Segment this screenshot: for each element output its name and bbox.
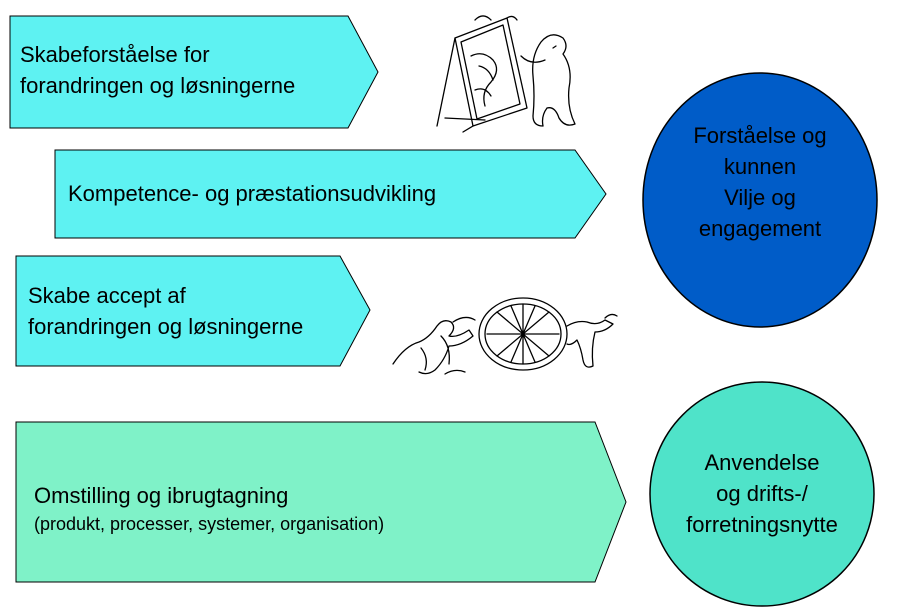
circle-usage-line-2: og drifts-/ (716, 481, 808, 506)
arrow-acceptance-line-1: Skabe accept af (28, 283, 186, 308)
arrow-competence-text: Kompetence- og præstationsudvikling (68, 178, 568, 209)
circle-usage-benefit (649, 381, 875, 607)
circle-usage-line-1: Anvendelse (704, 450, 820, 475)
circle-understanding-line-3: Vilje og (724, 185, 796, 210)
arrow-transition-sub: (produkt, processer, systemer, organisat… (34, 514, 385, 534)
arrow-acceptance-text: Skabe accept af forandringen og løsninge… (28, 280, 358, 342)
mirror-sketch-icon (436, 15, 576, 133)
arrow-understanding-text: Skabeforståelse for forandringen og løsn… (20, 39, 360, 101)
circle-understanding-text: Forståelse og kunnen Vilje og engagement (660, 120, 860, 244)
circle-usage-text: Anvendelse og drifts-/ forretningsnytte (662, 447, 862, 540)
arrow-acceptance-line-2: forandringen og løsningerne (28, 314, 304, 339)
wheel-pushers-sketch-icon (392, 297, 618, 375)
arrow-competence (54, 149, 607, 239)
arrow-understanding (9, 15, 379, 129)
circle-understanding-line-2: kunnen (723, 154, 797, 179)
circle-usage-line-3: forretningsnytte (686, 512, 838, 537)
circle-understanding-line-4: engagement (698, 216, 822, 241)
circle-understanding-line-1: Forståelse og (693, 123, 827, 148)
arrow-understanding-line-2: forandringen og løsningerne (20, 73, 296, 98)
arrow-transition-line-1: Omstilling og ibrugtagning (34, 483, 289, 508)
circle-understanding-will (642, 72, 878, 328)
arrow-understanding-line-1: Skabeforståelse for (20, 42, 210, 67)
arrow-transition-text: Omstilling og ibrugtagning (produkt, pro… (34, 480, 594, 537)
arrow-transition (15, 421, 627, 583)
arrow-acceptance (15, 255, 371, 367)
arrow-competence-line-1: Kompetence- og præstationsudvikling (68, 181, 437, 206)
